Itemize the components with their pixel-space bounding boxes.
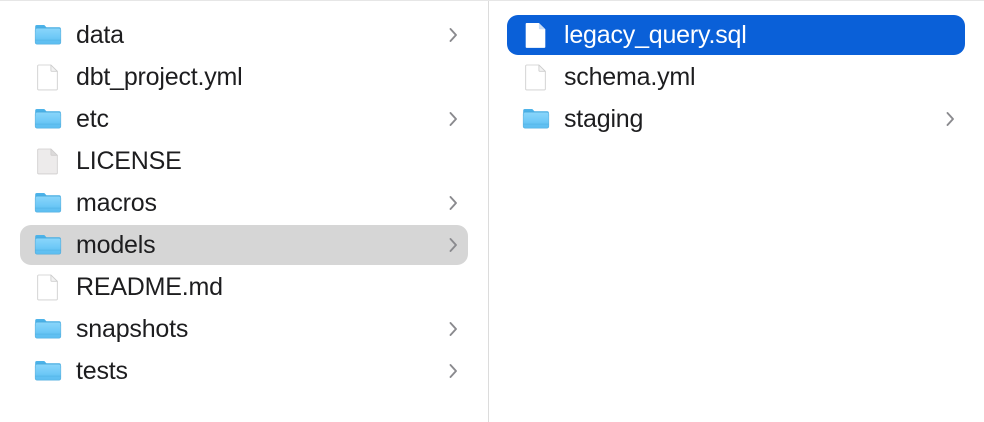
chevron-right-icon[interactable] [446, 192, 460, 214]
folder-icon [33, 20, 63, 50]
document-icon [521, 20, 551, 50]
chevron-right-icon[interactable] [446, 24, 460, 46]
chevron-right-icon[interactable] [446, 318, 460, 340]
chevron-right-icon[interactable] [446, 360, 460, 382]
folder-row[interactable]: snapshots [20, 309, 468, 349]
folder-icon [33, 230, 63, 260]
document-icon [521, 62, 551, 92]
item-label: etc [76, 106, 109, 132]
item-label: LICENSE [76, 148, 182, 174]
document-icon [33, 272, 63, 302]
file-row[interactable]: schema.yml [507, 57, 965, 97]
chevron-right-icon[interactable] [446, 108, 460, 130]
item-label: snapshots [76, 316, 189, 342]
chevron-right-icon[interactable] [943, 108, 957, 130]
folder-row[interactable]: data [20, 15, 468, 55]
document-generic-icon [33, 146, 63, 176]
folder-icon [33, 356, 63, 386]
folder-row[interactable]: models [20, 225, 468, 265]
item-label: data [76, 22, 124, 48]
file-row[interactable]: LICENSE [20, 141, 468, 181]
folder-row[interactable]: etc [20, 99, 468, 139]
folder-row[interactable]: tests [20, 351, 468, 391]
item-label: staging [564, 106, 644, 132]
item-label: macros [76, 190, 157, 216]
folder-icon [521, 104, 551, 134]
folder-icon [33, 314, 63, 344]
item-label: dbt_project.yml [76, 64, 243, 90]
file-row[interactable]: README.md [20, 267, 468, 307]
file-row[interactable]: dbt_project.yml [20, 57, 468, 97]
chevron-right-icon[interactable] [446, 234, 460, 256]
item-label: legacy_query.sql [564, 22, 747, 48]
item-label: models [76, 232, 156, 258]
folder-row[interactable]: staging [507, 99, 965, 139]
item-label: README.md [76, 274, 223, 300]
item-label: schema.yml [564, 64, 696, 90]
folder-icon [33, 188, 63, 218]
column-2: legacy_query.sql schema.yml staging [489, 1, 983, 422]
folder-row[interactable]: macros [20, 183, 468, 223]
item-label: tests [76, 358, 128, 384]
document-icon [33, 62, 63, 92]
folder-icon [33, 104, 63, 134]
file-row[interactable]: legacy_query.sql [507, 15, 965, 55]
column-1: data dbt_project.yml etc [0, 1, 489, 422]
